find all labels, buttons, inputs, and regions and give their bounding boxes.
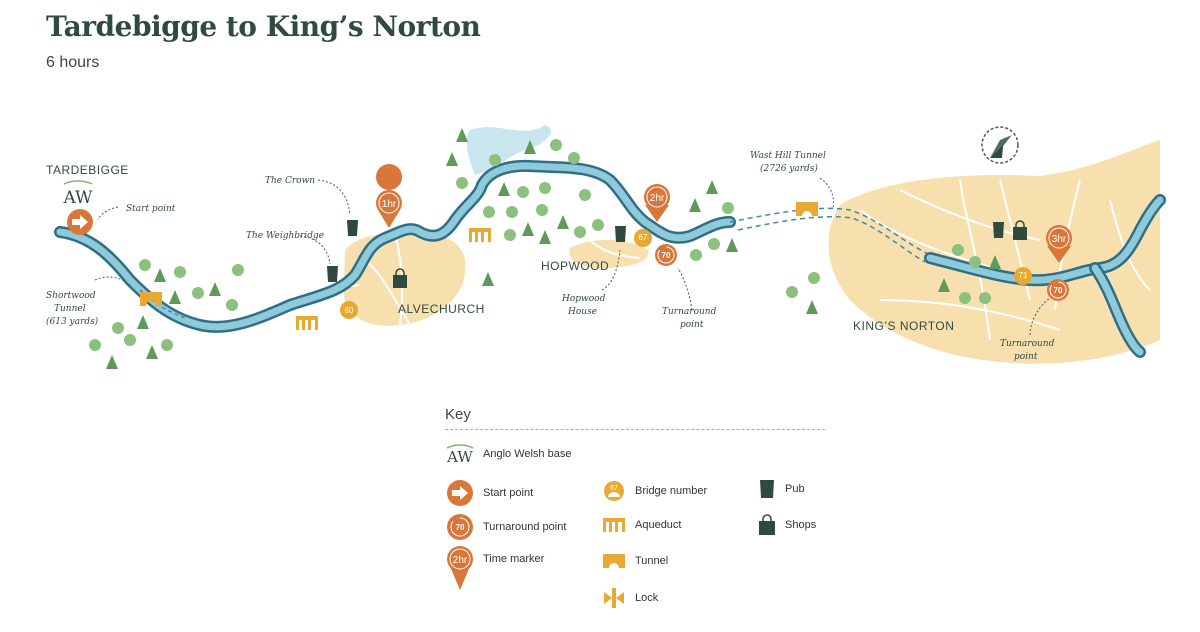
label-turnaround-1: Turnaround [662,307,717,317]
key-divider [445,429,825,430]
lock-icon [604,588,624,608]
key-label: Pub [785,483,805,495]
turnaround-marker-kings-norton: 70 [1047,279,1069,301]
compass-icon [981,126,1019,164]
key-item-tunnel: Tunnel [601,552,668,570]
place-tardebigge: TARDEBIGGE [46,163,129,177]
turnaround-bridge-number: 70 [662,251,671,260]
label-wast-hill-2: (2726 yards) [760,163,818,174]
tunnel-icons [140,202,818,306]
key-item-time: 2hr Time marker [445,544,544,592]
key-item-turnaround: 70 Turnaround point [445,512,566,542]
trees [89,128,1001,369]
key-item-start: Start point [445,478,533,508]
leader-lines [94,177,1051,336]
time-marker-3hr: 3hr [1046,225,1072,263]
bridge-marker-60: 60 [340,301,358,319]
pub-icon [760,480,774,498]
place-hopwood: HOPWOOD [541,259,609,273]
key-label: Time marker [483,553,545,565]
route-map: 60 67 71 70 70 AW 1hr 2hr [46,125,1166,369]
key-label: Lock [635,592,659,604]
bridge-number-icon: 67 [604,481,624,501]
label-shortwood-2: Tunnel [54,304,86,314]
turnaround-icon-number: 70 [456,523,465,532]
key-label: Bridge number [635,485,708,497]
label-hopwood-house-1: Hopwood [561,294,606,304]
time-marker-label: 3hr [1052,234,1067,245]
turnaround-icon: 70 [447,514,473,540]
bridge-marker-71: 71 [1014,267,1032,285]
pub-icons [327,220,1004,282]
anglo-welsh-logo: AW [62,180,93,208]
key-title: Key [445,406,471,423]
time-marker-label: 1hr [382,199,397,210]
route-duration: 6 hours [46,54,100,71]
label-crown: The Crown [265,176,315,186]
time-marker-icon-label: 2hr [453,555,468,566]
turnaround-marker-hopwood: 70 [655,244,677,266]
start-point-marker [67,209,93,235]
page-title: Tardebigge to King’s Norton [46,10,481,43]
bridge-number: 60 [345,306,354,315]
key-item-bridge: 67 Bridge number [601,478,707,504]
bridge-icon-number: 67 [610,485,618,492]
aqueduct-icons [296,228,491,330]
shortwood-tunnel-line [139,289,186,319]
wast-hill-tunnel-line [729,207,931,256]
place-alvechurch: ALVECHURCH [398,302,485,316]
key-label: Shops [785,519,817,531]
bridge-marker-67: 67 [634,229,652,247]
key-item-pub: Pub [757,478,805,500]
key-label: Start point [483,487,534,499]
shop-icon [759,514,775,535]
time-marker-1hr: 1hr [376,164,403,228]
key-item-anglo-welsh: AW Anglo Welsh base [445,444,571,464]
start-point-icon [447,480,473,506]
place-kings-norton: KING’S NORTON [853,319,954,333]
anglo-welsh-icon: AW [446,444,473,464]
anglo-welsh-logo-text: AW [62,188,93,208]
key-item-lock: Lock [601,586,658,610]
key-item-shops: Shops [757,514,816,536]
tunnel-icon [603,554,625,568]
key-label: Aqueduct [635,519,682,531]
lake [466,125,552,175]
key-item-aqueduct: Aqueduct [601,516,681,534]
time-marker-icon: 2hr [447,546,473,590]
aqueduct-icon [603,518,625,532]
bridge-number: 71 [1019,271,1028,280]
map-key: Key AW Anglo Welsh base Start point 70 T… [445,406,825,608]
label-turnaround-2: point [680,320,704,330]
label-turnaround-kn-1: Turnaround [1000,339,1055,349]
label-start-point: Start point [126,204,176,214]
label-shortwood-1: Shortwood [46,291,96,301]
label-weighbridge: The Weighbridge [246,231,324,241]
hopwood-area [569,239,649,268]
turnaround-bridge-number: 70 [1054,286,1063,295]
label-hopwood-house-2: House [567,307,597,317]
bridge-number: 67 [639,233,648,242]
label-turnaround-kn-2: point [1014,352,1038,362]
key-label: Anglo Welsh base [483,448,572,460]
time-marker-2hr: 2hr [644,184,670,222]
key-label: Turnaround point [483,521,567,533]
label-wast-hill-1: Wast Hill Tunnel [750,151,826,161]
shop-icons [393,220,1027,288]
anglo-welsh-icon-text: AW [446,448,473,464]
time-marker-label: 2hr [650,193,665,204]
label-shortwood-3: (613 yards) [46,316,99,327]
key-label: Tunnel [635,555,669,567]
